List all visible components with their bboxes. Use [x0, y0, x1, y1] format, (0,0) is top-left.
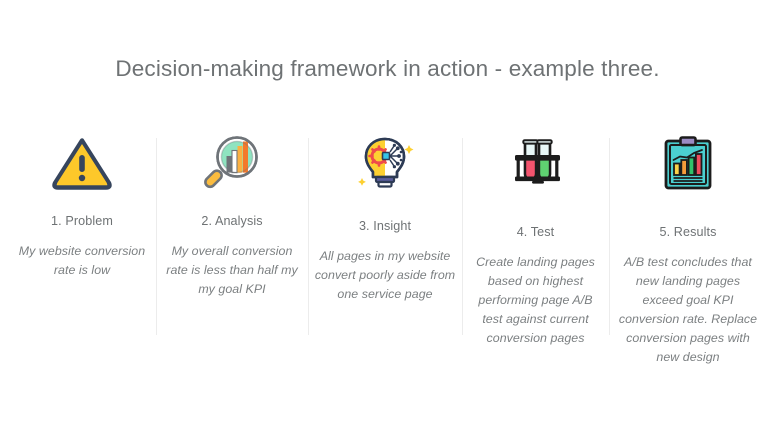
step-label: 3. Insight: [358, 219, 412, 233]
lightbulb-gear-circuit-icon: [354, 132, 416, 194]
step-description: My overall conversion rate is less than …: [166, 244, 298, 296]
step-column-insight: 3. Insight All pages in my website conve…: [308, 132, 462, 335]
step-description: My website conversion rate is low: [18, 244, 146, 277]
test-tubes-rack-icon: [505, 132, 567, 194]
step-column-results: 5. Results A/B test concludes that new l…: [609, 132, 767, 367]
step-column-problem: 1. Problem My website conversion rate is…: [8, 132, 156, 280]
step-description: All pages in my website convert poorly a…: [314, 249, 456, 301]
step-column-analysis: 2. Analysis My overall conversion rate i…: [156, 132, 308, 335]
step-label: 2. Analysis: [201, 214, 263, 228]
step-label: 5. Results: [659, 225, 717, 239]
page-title: Decision-making framework in action - ex…: [115, 56, 660, 81]
step-label: 4. Test: [516, 225, 555, 239]
step-column-test: 4. Test Create landing pages based on hi…: [462, 132, 609, 348]
step-description: Create landing pages based on highest pe…: [476, 255, 595, 345]
magnifier-bar-chart-icon: [201, 132, 263, 194]
step-label: 1. Problem: [51, 214, 113, 228]
framework-steps-row: 1. Problem My website conversion rate is…: [8, 132, 767, 367]
warning-triangle-icon: [51, 132, 113, 194]
step-description: A/B test concludes that new landing page…: [618, 255, 758, 364]
clipboard-report-icon: [659, 132, 717, 194]
